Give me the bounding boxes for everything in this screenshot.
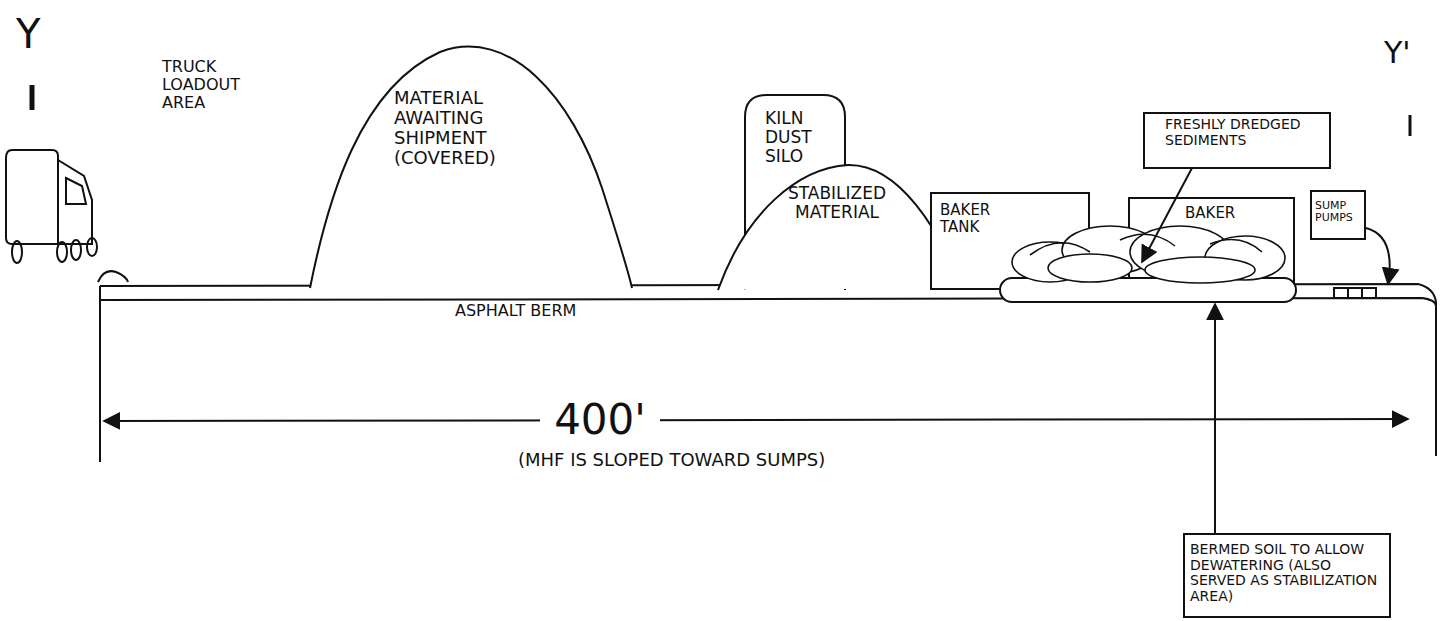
baker-tank-box: BAKER TANK bbox=[930, 192, 1090, 290]
leader-arrow bbox=[1366, 228, 1390, 284]
leader-arrow bbox=[1214, 304, 1216, 533]
node-text: STABILIZED MATERIAL bbox=[762, 184, 912, 222]
sediment-pile bbox=[1012, 226, 1285, 283]
shape-outline-path bbox=[310, 47, 632, 288]
node-text: BERMED SOIL TO ALLOW DEWATERING (ALSO SE… bbox=[1190, 542, 1388, 605]
section-mark: Y' bbox=[1384, 36, 1440, 70]
material-stockpile: MATERIAL AWAITING SHIPMENT (COVERED) bbox=[310, 38, 632, 290]
baker-tank-box: BAKER bbox=[1128, 197, 1295, 290]
callout-box: BERMED SOIL TO ALLOW DEWATERING (ALSO SE… bbox=[1183, 533, 1391, 618]
node-text: SUMP PUMPS bbox=[1315, 200, 1365, 225]
truck-symbol bbox=[6, 150, 128, 282]
shape-outline bbox=[718, 160, 962, 290]
callout-box: SUMP PUMPS bbox=[1310, 190, 1366, 240]
note-text: (MHF IS SLOPED TOWARD SUMPS) bbox=[518, 450, 898, 470]
shape-outline-path bbox=[718, 165, 962, 290]
bermed-soil bbox=[1000, 278, 1296, 302]
section-tick bbox=[30, 85, 35, 110]
stabilized-material-pile: STABILIZED MATERIAL bbox=[718, 160, 962, 290]
berm-label: ASPHALT BERM bbox=[455, 302, 675, 320]
asphalt-berm bbox=[100, 284, 1436, 462]
node-text: MATERIAL AWAITING SHIPMENT (COVERED) bbox=[394, 88, 554, 169]
dimension-line bbox=[104, 419, 1408, 421]
leader-arrow bbox=[1142, 168, 1192, 262]
node-text: BAKER TANK bbox=[940, 202, 1020, 236]
section-tick bbox=[1409, 115, 1412, 136]
node-text: KILN DUST SILO bbox=[765, 109, 835, 166]
dimension-text: 400' bbox=[540, 396, 660, 443]
area-label: TRUCK LOADOUT AREA bbox=[162, 58, 262, 112]
node-text: BAKER bbox=[1185, 205, 1285, 222]
callout-box: FRESHLY DREDGED SEDIMENTS bbox=[1143, 112, 1331, 169]
section-mark: Y bbox=[16, 12, 76, 57]
node-text: FRESHLY DREDGED SEDIMENTS bbox=[1165, 117, 1325, 148]
